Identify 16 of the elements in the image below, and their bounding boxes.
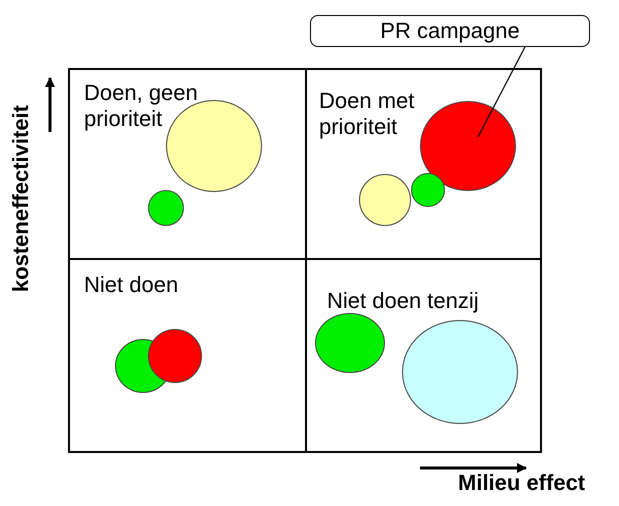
bubble (148, 329, 202, 383)
callout-box: PR campagne (310, 15, 590, 47)
quadrant-label: Doen met prioriteit (319, 88, 416, 140)
quadrant-box (68, 68, 307, 260)
quadrant-label: Niet doen (84, 272, 180, 298)
quadrant-label: Doen, geen prioriteit (84, 80, 199, 132)
bubble (411, 173, 445, 207)
quadrant-label: Niet doen tenzij (327, 288, 480, 314)
quadrant-box (305, 258, 542, 453)
leader-line (477, 46, 526, 138)
bubble (148, 190, 184, 226)
axis-label: Milieu effect (458, 470, 586, 496)
quadrant-box (305, 68, 542, 260)
quadrant-box (68, 258, 307, 453)
axis-label: kosteneffectiviteit (8, 105, 34, 292)
bubble (359, 174, 411, 226)
